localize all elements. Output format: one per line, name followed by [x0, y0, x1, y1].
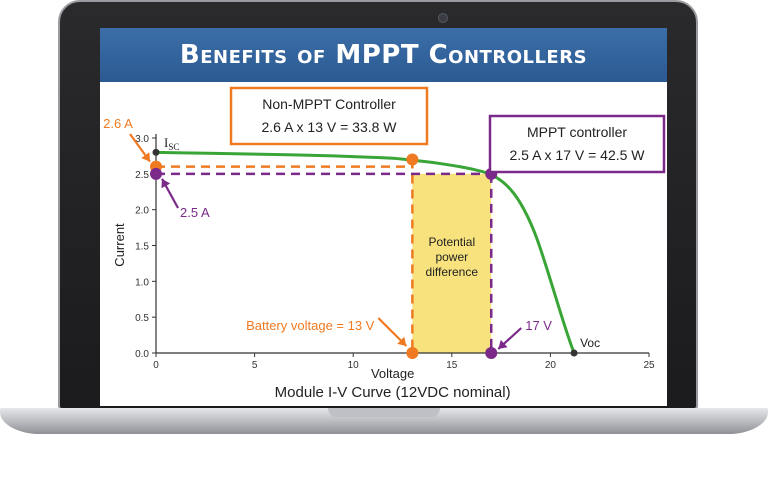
y-tick-label: 0.0 — [135, 349, 149, 360]
voltage-17-point — [485, 347, 498, 359]
camera-icon — [438, 13, 448, 23]
label-2-6-a: 2.6 A — [103, 116, 133, 131]
y-ticks: 0.0 0.5 1.0 1.5 2.0 2.5 3.0 — [135, 134, 156, 360]
x-axis-label: Voltage — [371, 366, 414, 381]
y-tick-label: 3.0 — [135, 134, 149, 145]
iv-curve-line — [155, 150, 576, 354]
isc-subscript: SC — [168, 142, 179, 152]
arrows — [129, 133, 522, 350]
arrow-2-5-a-head — [161, 178, 171, 189]
x-tick-label: 10 — [348, 360, 360, 371]
potential-label-line-2: power — [435, 250, 468, 264]
arrow-2-6-a-head — [141, 152, 150, 162]
laptop-notch — [328, 408, 440, 417]
non-mppt-calc: 2.6 A x 13 V = 33.8 W — [261, 119, 397, 135]
isc-label: ISC — [164, 135, 179, 152]
laptop-screen: Benefits of MPPT Controllers 0 5 10 15 20 25 … — [100, 28, 667, 406]
x-ticks: 0 5 10 15 20 25 — [153, 353, 655, 371]
battery-voltage-label: Battery voltage = 13 V — [246, 318, 375, 333]
x-tick-label: 5 — [252, 360, 258, 371]
y-tick-label: 2.0 — [135, 206, 149, 217]
x-tick-label: 20 — [545, 360, 557, 371]
non-mppt-box — [229, 86, 429, 146]
voc-point — [570, 349, 578, 357]
x-tick-label: 0 — [153, 360, 159, 371]
non-mppt-operating-point — [406, 153, 419, 166]
battery-voltage-point — [406, 347, 419, 359]
x-tick-label: 25 — [643, 360, 655, 371]
markers — [150, 148, 578, 359]
y-tick-label: 1.5 — [135, 242, 149, 253]
potential-power-region — [412, 173, 492, 353]
y-tick-label: 0.5 — [135, 313, 149, 324]
isc-point — [152, 148, 160, 156]
potential-label-line-1: Potential — [428, 235, 475, 249]
arrow-battery-voltage-head — [397, 336, 407, 346]
chart-title: Module I-V Curve (12VDC nominal) — [275, 384, 511, 401]
voc-label: Voc — [580, 336, 600, 350]
potential-label-line-3: difference — [426, 265, 479, 279]
x-tick-label: 15 — [446, 360, 458, 371]
mppt-box — [488, 114, 666, 174]
reference-lines — [156, 159, 493, 353]
y-tick-label: 1.0 — [135, 277, 149, 288]
y-tick-label: 2.5 — [135, 170, 149, 181]
non-mppt-title: Non-MPPT Controller — [262, 96, 396, 112]
mppt-title: MPPT controller — [527, 124, 627, 140]
label-2-5-a: 2.5 A — [180, 205, 210, 220]
mppt-calc: 2.5 A x 17 V = 42.5 W — [509, 147, 645, 163]
arrow-17-v-head — [498, 339, 508, 349]
current-2-5-point — [150, 167, 162, 180]
y-axis-label: Current — [112, 223, 127, 267]
title-bar: Benefits of MPPT Controllers — [100, 28, 667, 82]
iv-curve-chart: 0 5 10 15 20 25 0.0 0.5 1.0 1.5 2.0 2.5 3.0 Voltage… — [103, 86, 666, 401]
page-title: Benefits of MPPT Controllers — [179, 40, 588, 70]
label-17-v: 17 V — [525, 318, 552, 333]
